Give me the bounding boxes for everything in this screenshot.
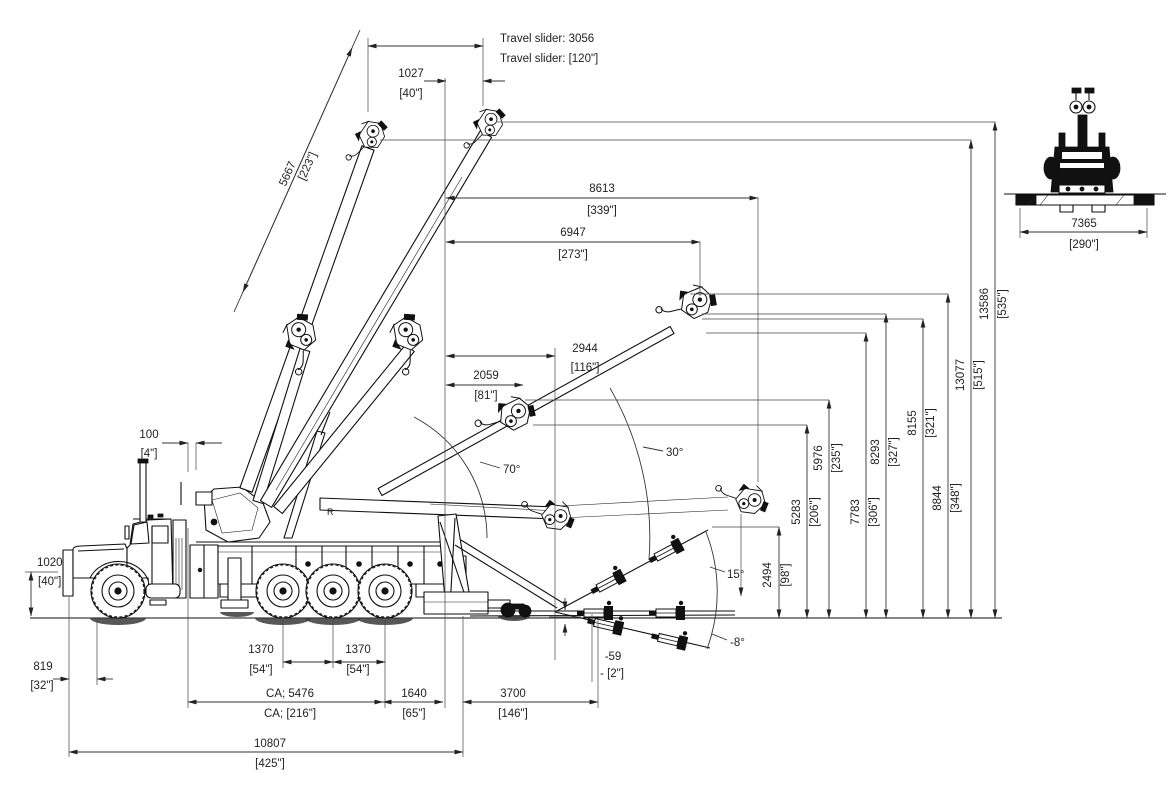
- dim-8155-in: [321"]: [925, 408, 937, 438]
- outrigger-beam: [1015, 194, 1155, 206]
- dim-5667-in: [223"]: [296, 150, 319, 182]
- rear-tire-right: [1105, 156, 1121, 180]
- dim-6947-mm: 6947: [560, 227, 586, 239]
- vertical-dimensions: 2494 [98"] 5283 [206"] 5976 [235"] 7783 …: [762, 121, 1009, 619]
- dim-5976-in: [235"]: [831, 443, 843, 473]
- dim-13586-in: [535"]: [997, 289, 1009, 319]
- dim-100-in: [4"]: [141, 448, 158, 460]
- boom-mid-retracted: [273, 343, 415, 515]
- mirror: [124, 525, 130, 540]
- dim-1020: 1020 [40"]: [28, 557, 63, 617]
- dim-travel-slider-mm: Travel slider: 3056: [500, 33, 594, 45]
- dim-8613-in: [339"]: [587, 205, 617, 217]
- dim-8844-in: [348"]: [950, 483, 962, 513]
- door-window: [151, 525, 169, 544]
- dim-neg59-mm: -59: [605, 651, 622, 663]
- fuel-tank: [145, 583, 181, 599]
- rear-tire-left: [1043, 156, 1059, 180]
- dim-100-mm: 100: [139, 429, 158, 441]
- dim-1027-mm: 1027: [398, 68, 424, 80]
- boom-positions: [239, 100, 770, 618]
- front-outrigger: [227, 557, 242, 601]
- dim-2494-mm: 2494: [762, 562, 774, 588]
- ground-line: [30, 612, 1002, 625]
- arc-30deg: [609, 387, 651, 561]
- truck-side-view: [62, 411, 467, 619]
- dim-2059-mm: 2059: [473, 370, 499, 382]
- dim-1027-in: [40"]: [399, 88, 422, 100]
- dim-1370a-mm: 1370: [248, 644, 274, 656]
- underlift-angle-arc: [705, 531, 718, 650]
- dim-819-mm: 819: [33, 661, 52, 673]
- angle-30-label: 30°: [666, 447, 683, 459]
- dim-13077-mm: 13077: [955, 359, 967, 391]
- dim-ca-mm: CA; 5476: [266, 688, 314, 700]
- dim-1640-mm: 1640: [401, 688, 427, 700]
- rear-boom-mast: [1077, 114, 1088, 150]
- dim-1020-in: [40"]: [38, 576, 61, 588]
- dim-3700-in: [146"]: [498, 708, 528, 720]
- windshield: [130, 521, 150, 545]
- underlift-crossbar: [585, 563, 628, 599]
- dim-8844-mm: 8844: [932, 485, 944, 511]
- outrigger-foot: [1059, 204, 1074, 213]
- boom-raised-retracted: [252, 347, 311, 505]
- dim-5283-mm: 5283: [791, 499, 803, 525]
- dim-10807-in: [425"]: [255, 758, 285, 770]
- dim-8613-mm: 8613: [589, 183, 615, 195]
- dim-13586-mm: 13586: [979, 288, 991, 320]
- dim-1370b-in: [54"]: [346, 664, 369, 676]
- dim-3700-mm: 3700: [500, 688, 526, 700]
- dim-ca-in: CA; [216"]: [264, 708, 316, 720]
- dim-7365-mm: 7365: [1071, 218, 1097, 230]
- winch: [195, 491, 213, 506]
- dim-7783-in: [306"]: [868, 497, 880, 527]
- dim-8293-mm: 8293: [870, 439, 882, 465]
- dim-7365-in: [290"]: [1069, 239, 1099, 251]
- angle-neg8-label: -8°: [730, 637, 745, 649]
- boom-head-horizontal-extended: [715, 483, 770, 514]
- dim-8155-mm: 8155: [907, 410, 919, 436]
- dim-2059-in: [81"]: [474, 390, 497, 402]
- rear-wheel-1: [255, 563, 311, 619]
- dim-1370a-in: [54"]: [249, 664, 272, 676]
- extension-lines: [25, 38, 995, 757]
- dim-8293-in: [327"]: [888, 437, 900, 467]
- dim-10807-mm: 10807: [254, 738, 286, 750]
- dim-2944-in: [116"]: [571, 362, 600, 374]
- underlift-fan: [454, 529, 736, 652]
- dim-1020-mm: 1020: [37, 557, 63, 569]
- dim-travel-slider-in: Travel slider: [120"]: [500, 53, 598, 65]
- arc-70deg: [413, 416, 488, 539]
- boom-head-30deg-extended: [653, 275, 722, 336]
- dim-7783-mm: 7783: [850, 499, 862, 525]
- dim-819-in: [32"]: [30, 680, 53, 692]
- dim-13077-in: [515"]: [973, 360, 985, 390]
- rear-wheel-2: [305, 563, 361, 619]
- angle-15-label: 15°: [727, 569, 744, 581]
- front-bumper: [62, 549, 74, 597]
- rear-wheel-3: [357, 563, 413, 619]
- dim-5283-in: [206"]: [809, 497, 821, 527]
- angle-70-label: 70°: [503, 464, 520, 476]
- dim-2944-mm: 2944: [572, 343, 598, 355]
- dim-5976-mm: 5976: [813, 445, 825, 471]
- angle-annotations: 70° 30° 15° -8° R: [327, 387, 745, 649]
- dim-1640-in: [65"]: [402, 708, 425, 720]
- exhaust-stack: [139, 461, 147, 523]
- dim-6947-in: [273"]: [558, 249, 588, 261]
- truck-rear-view: 7365 [290"]: [1004, 87, 1166, 251]
- dim-neg59-in: - [2"]: [600, 668, 624, 680]
- r-mark: R: [327, 507, 334, 517]
- dim-1370b-mm: 1370: [345, 644, 371, 656]
- tire-shadow: [90, 618, 146, 625]
- front-wheel: [90, 563, 146, 619]
- dim-2494-in: [98"]: [780, 563, 792, 586]
